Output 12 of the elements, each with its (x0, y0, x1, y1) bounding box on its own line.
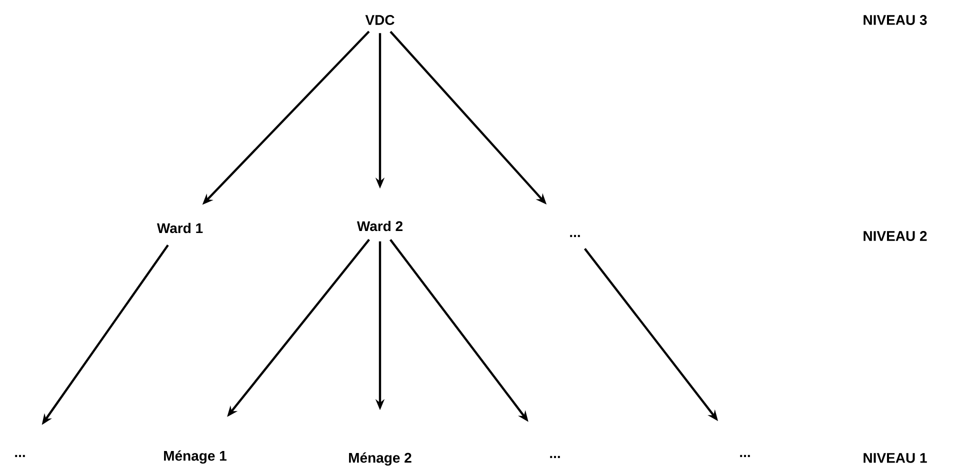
level-label: ... (740, 454, 750, 458)
level-label: Ward 1 (156, 222, 203, 234)
level-label: ... (550, 456, 560, 458)
level-label: Ward 2 (356, 220, 403, 232)
level-label: Ménage 2 (349, 452, 412, 466)
level-label: ... (15, 454, 25, 458)
level-heading: NIVEAU 1 (864, 453, 927, 463)
level-label: ... (570, 234, 580, 238)
level-label: VDC (365, 15, 394, 25)
level-label: Ménage 1 (164, 450, 226, 464)
level-heading: NIVEAU 2 (864, 231, 927, 241)
level-heading: NIVEAU 3 (864, 15, 927, 25)
